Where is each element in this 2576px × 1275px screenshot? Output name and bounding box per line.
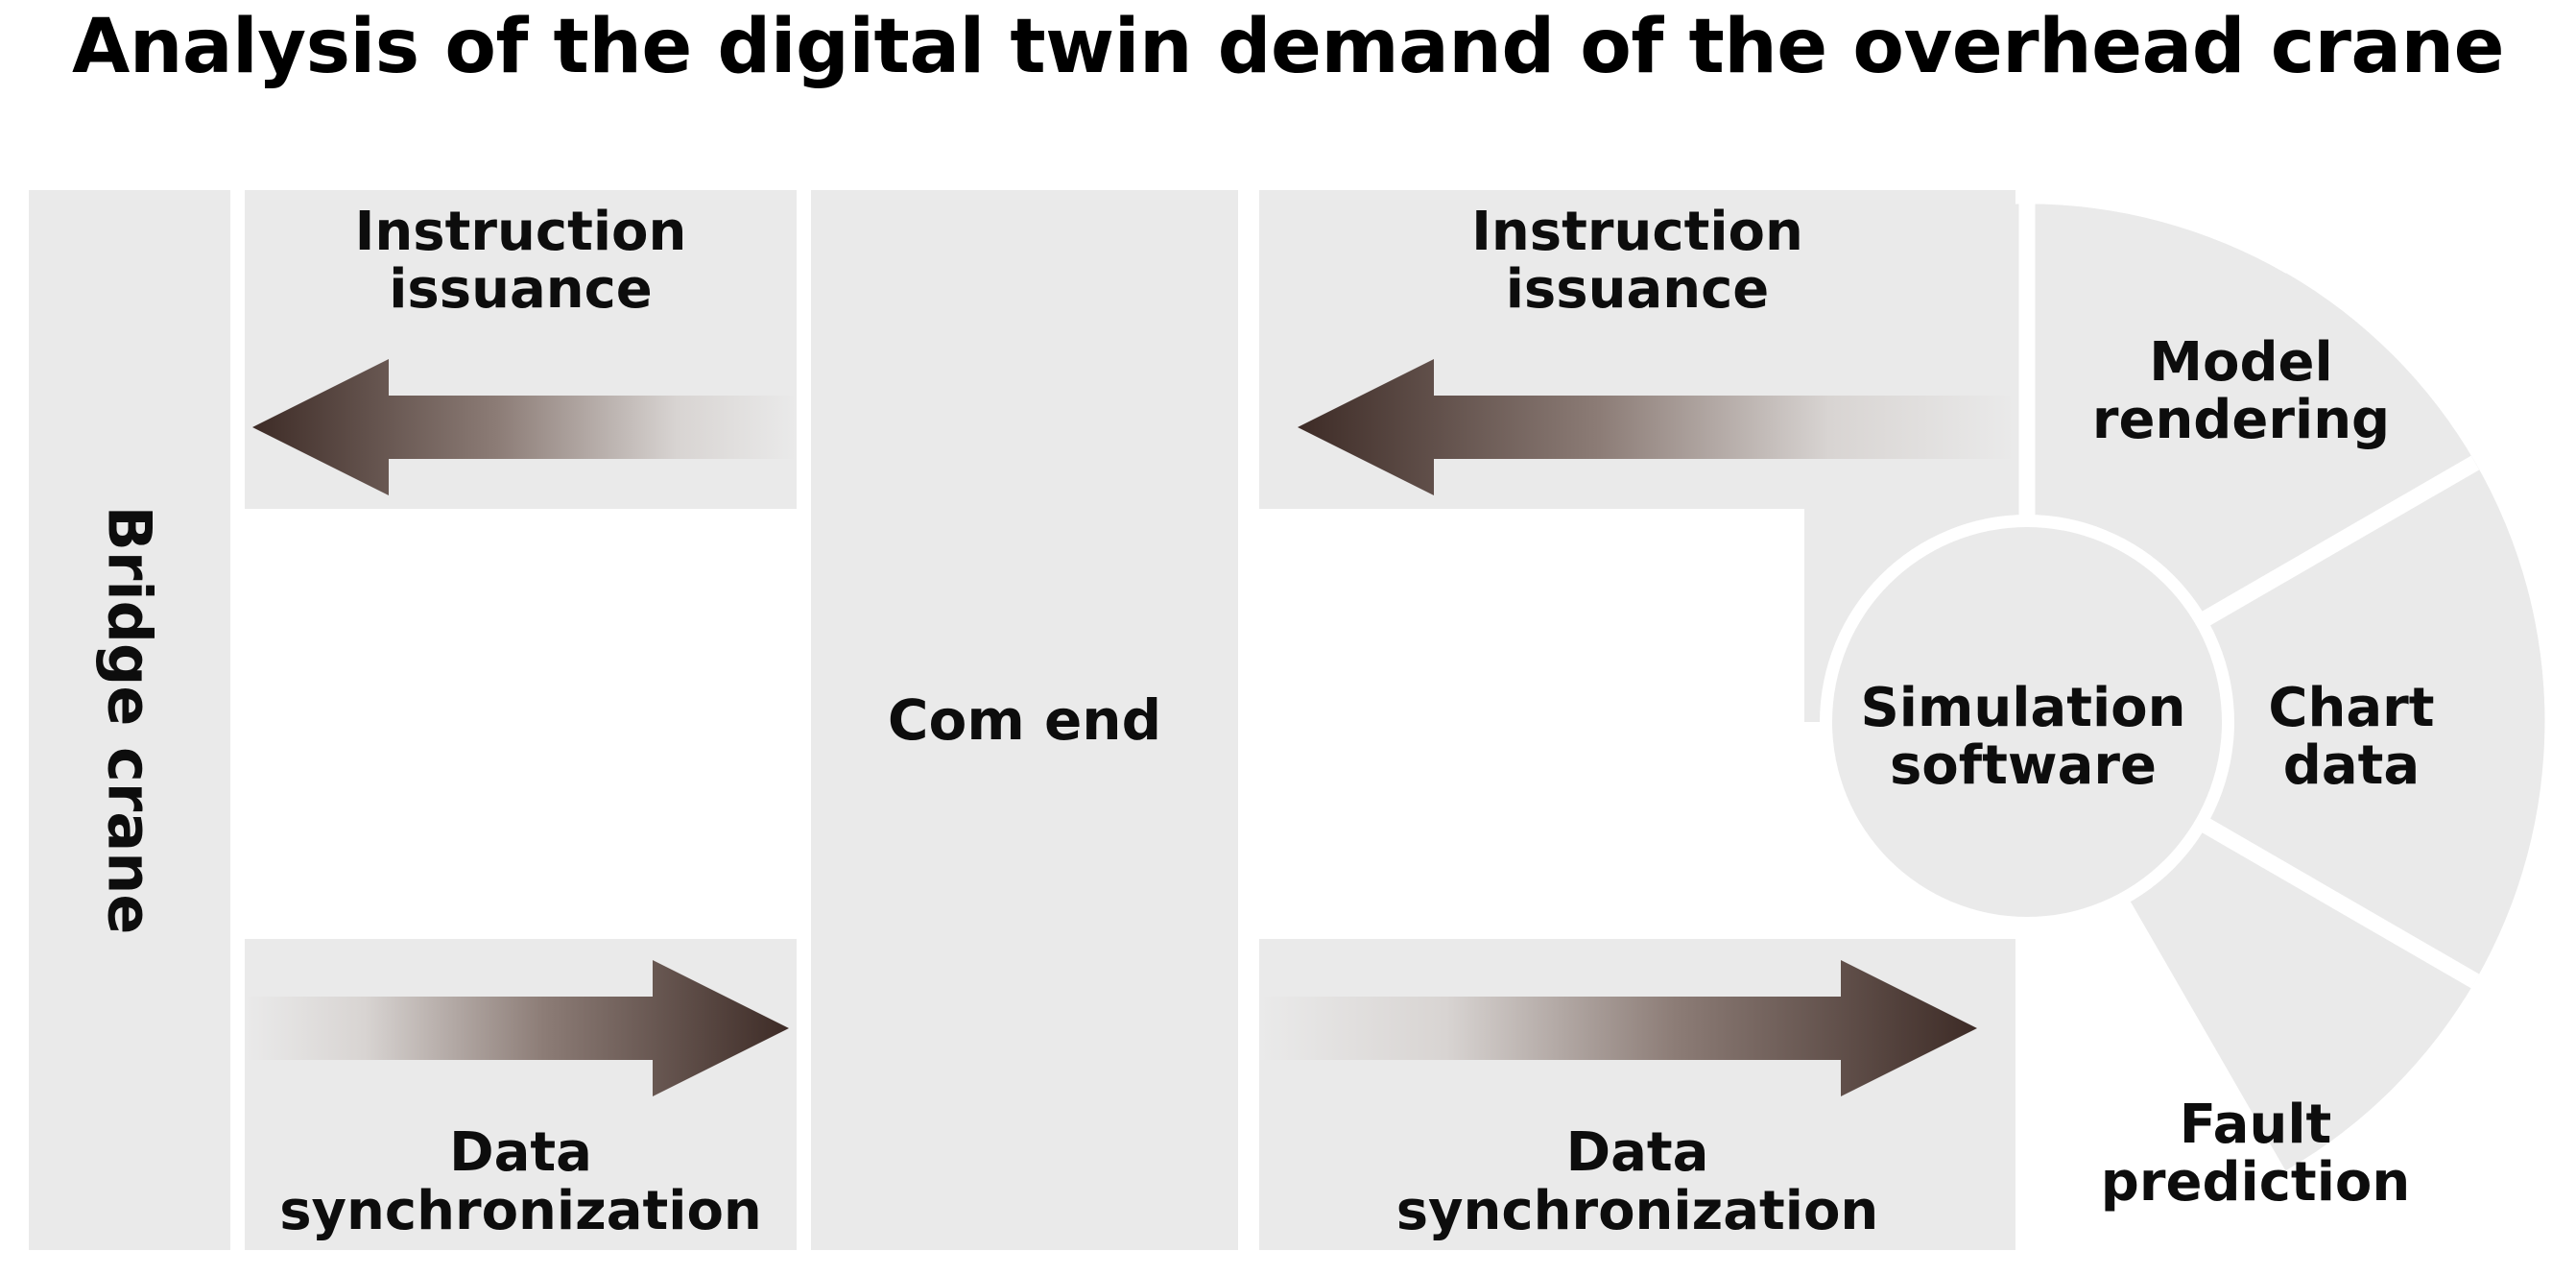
- flow-panel-instruction-issuance-1: Instruction issuance: [245, 190, 797, 509]
- fan-shape: [1804, 200, 2545, 1244]
- flow-panel-data-synchronization-1: Data synchronization: [245, 939, 797, 1250]
- page-title: Analysis of the digital twin demand of t…: [72, 4, 2504, 90]
- arrow-right-icon: [245, 960, 789, 1096]
- com-end-label: Com end: [887, 687, 1162, 753]
- wedge-label-model-rendering: Model rendering: [2091, 331, 2391, 452]
- arrow-left-icon: [1298, 359, 2015, 495]
- flow-caption-data-synchronization-2: Data synchronization: [1395, 1121, 1879, 1242]
- arrow-left-icon: [252, 359, 797, 495]
- flow-panel-data-synchronization-2: Data synchronization: [1259, 939, 2015, 1250]
- bridge-crane-label: Bridge crane: [94, 505, 165, 935]
- bridge-crane-panel: Bridge crane: [29, 190, 230, 1250]
- arrow-right-icon: [1259, 960, 1977, 1096]
- com-end-panel: Com end: [811, 190, 1238, 1250]
- flow-caption-instruction-issuance-2: Instruction issuance: [1471, 201, 1803, 322]
- hub-circle: [1832, 527, 2222, 917]
- hub-label-simulation-software: Simulation software: [1860, 677, 2186, 798]
- wedge-label-fault-prediction: Fault prediction: [2100, 1094, 2411, 1215]
- flow-caption-instruction-issuance-1: Instruction issuance: [354, 201, 687, 322]
- flow-caption-data-synchronization-1: Data synchronization: [279, 1121, 762, 1242]
- digital-twin-fan: Model rendering Chart data Fault predict…: [1804, 173, 2576, 1275]
- wedge-label-chart-data: Chart data: [2268, 677, 2435, 798]
